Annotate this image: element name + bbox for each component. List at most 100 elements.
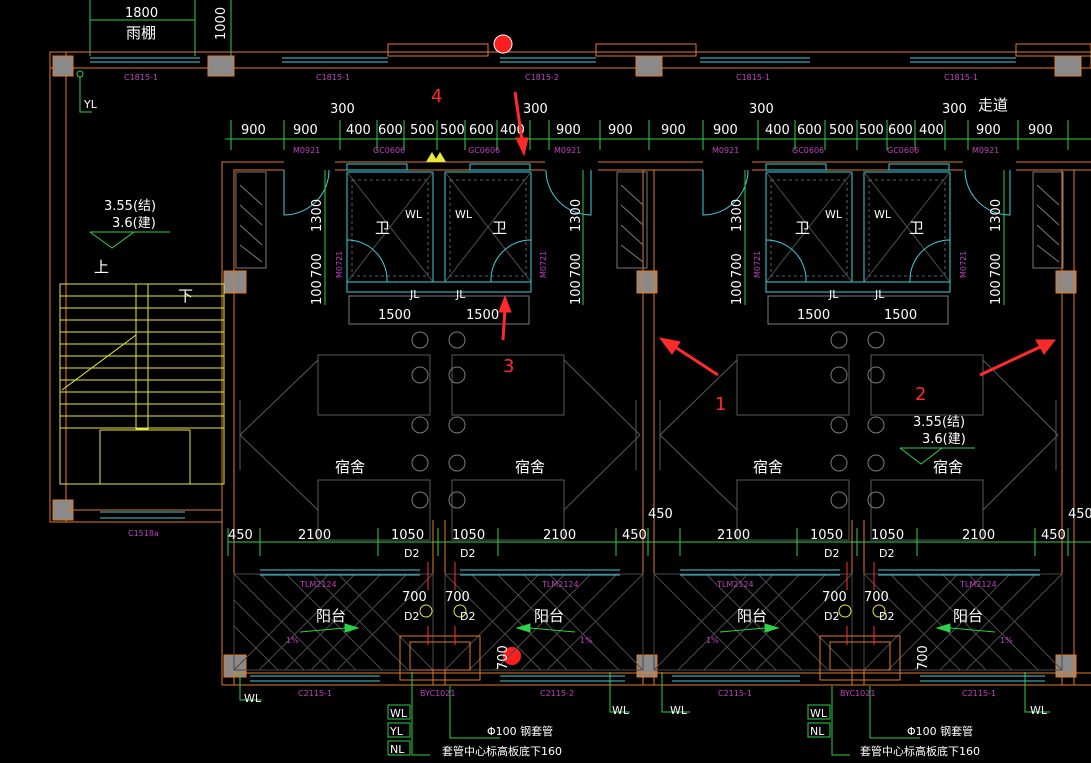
elevation-symbol xyxy=(899,447,975,465)
dim-line-top xyxy=(225,120,1091,150)
pipe-label-wl: WL xyxy=(455,208,473,221)
balcony-dim: 700 xyxy=(402,590,427,605)
slope-label: 1% xyxy=(706,636,719,645)
slope-arrows xyxy=(299,623,996,633)
balcony-vert-dim: 700 xyxy=(496,645,511,670)
bath-windows xyxy=(346,163,950,171)
pipe-label-nl: NL xyxy=(810,725,825,738)
pipe-label-yl: YL xyxy=(83,98,98,111)
bottom-dim: 2100 xyxy=(962,528,995,543)
bottom-dim: 2100 xyxy=(543,528,576,543)
balcony-door-tag: TLM2124 xyxy=(716,580,754,589)
window-tag: C1815-1 xyxy=(124,73,158,82)
dim-top: 500 xyxy=(829,123,854,138)
pipe-label-wl: WL xyxy=(612,704,630,717)
yl-pipe-leader xyxy=(76,70,92,113)
dim-top: 600 xyxy=(888,123,913,138)
pipe-label-jl: JL xyxy=(409,288,420,301)
vert-dim: 1300 xyxy=(730,199,745,232)
pipe-label-nl: NL xyxy=(390,743,405,756)
vert-dim: 700 xyxy=(989,253,1004,278)
door-tag: GC0606 xyxy=(887,146,919,155)
stair-window xyxy=(100,511,185,519)
pipe-note-elev: 套管中心标高板底下160 xyxy=(442,744,562,758)
dim-top: 900 xyxy=(608,123,633,138)
vert-dim: 1300 xyxy=(310,199,325,232)
byc-tag: BYC1021 xyxy=(420,689,455,698)
balcony-dim: 700 xyxy=(445,590,470,605)
bottom-dim: 450 xyxy=(228,528,253,543)
dim-top: 900 xyxy=(293,123,318,138)
balcony-door-tag: TLM2124 xyxy=(541,580,579,589)
pipe-label-wl: WL xyxy=(874,208,892,221)
bottom-pipe-leaders xyxy=(239,672,1050,756)
annotation-1: 1 xyxy=(715,394,726,415)
dorm-label: 宿舍 xyxy=(753,458,783,476)
dim-300: 300 xyxy=(330,102,355,117)
annotation-2: 2 xyxy=(915,384,926,405)
bath-room-label: 卫 xyxy=(492,219,507,237)
bath-room-label: 卫 xyxy=(375,219,390,237)
bath-width-dim: 1500 xyxy=(466,308,499,323)
bottom-dim: 2100 xyxy=(298,528,331,543)
bottom-dim: 450 xyxy=(622,528,647,543)
dim-top: 900 xyxy=(661,123,686,138)
wardrobes xyxy=(235,171,1064,269)
balcony-dim: 700 xyxy=(822,590,847,605)
vert-dim: 100 xyxy=(989,280,1004,305)
vert-dim: 700 xyxy=(730,253,745,278)
dim-top: 500 xyxy=(440,123,465,138)
bottom-dim: 1050 xyxy=(810,528,843,543)
vert-dim: 100 xyxy=(310,280,325,305)
balcony-windows xyxy=(250,675,1045,682)
balcony-label: 阳台 xyxy=(316,607,346,625)
byc-tag: BYC1021 xyxy=(840,689,875,698)
dim-top: 500 xyxy=(859,123,884,138)
pipe-label-d2: D2 xyxy=(879,547,894,560)
balcony-door-tag: TLM2124 xyxy=(299,580,337,589)
door-tag: M0921 xyxy=(972,146,999,155)
left-dim-450: 450 xyxy=(648,507,673,522)
window-tag: C1815-1 xyxy=(316,73,350,82)
door-tag: GC0606 xyxy=(468,146,500,155)
warning-icon xyxy=(426,152,446,162)
balcony-window-tag: C2115-1 xyxy=(718,689,752,698)
vert-dim: 100 xyxy=(569,280,584,305)
dim-1000: 1000 xyxy=(214,7,229,40)
pipe-label-wl: WL xyxy=(405,208,423,221)
dim-top: 600 xyxy=(378,123,403,138)
slope-label: 1% xyxy=(1000,636,1013,645)
desk-chairs xyxy=(411,331,885,509)
stair-down-label: 下 xyxy=(178,287,193,305)
vert-dim-lines xyxy=(324,170,1005,305)
door-tag: GC0606 xyxy=(373,146,405,155)
canopy-label: 雨棚 xyxy=(126,24,156,42)
balcony-dim: 700 xyxy=(864,590,889,605)
dim-300: 300 xyxy=(749,102,774,117)
entry-doors xyxy=(283,169,1011,216)
pipe-note-sleeve: Φ100 钢套管 xyxy=(907,724,973,738)
window-tag: C1815-1 xyxy=(944,73,978,82)
slope-label: 1% xyxy=(580,636,593,645)
elevation-struct: 3.55(结) xyxy=(104,199,156,214)
stair xyxy=(59,283,225,485)
bath-door-tag: M0721 xyxy=(335,251,344,278)
stair-bottom-wall xyxy=(50,509,222,523)
annotation-4: 4 xyxy=(431,86,442,107)
pipe-label-d2: D2 xyxy=(460,610,475,623)
vert-dim: 700 xyxy=(310,253,325,278)
dorm-label: 宿舍 xyxy=(335,458,365,476)
bottom-dim: 2100 xyxy=(717,528,750,543)
elevation-arch: 3.6(建) xyxy=(112,216,156,231)
balcony-window-tag: C2115-1 xyxy=(298,689,332,698)
pipe-label-wl: WL xyxy=(810,707,828,720)
pipe-label-d2: D2 xyxy=(879,610,894,623)
dim-top: 900 xyxy=(976,123,1001,138)
dorm-label: 宿舍 xyxy=(933,458,963,476)
dim-300: 300 xyxy=(942,102,967,117)
stair-window-tag: C1518a xyxy=(128,529,159,538)
drain-fixtures xyxy=(419,604,886,618)
window-tag: C1815-2 xyxy=(525,73,559,82)
bottom-dim: 1050 xyxy=(452,528,485,543)
